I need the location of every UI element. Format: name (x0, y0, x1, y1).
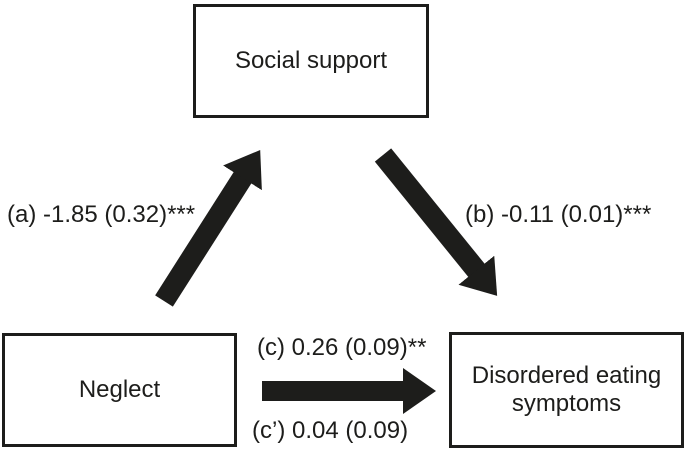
path-c-prime-coefficient-label: (c’) 0.04 (0.09) (252, 417, 409, 444)
path-a-arrow-icon (155, 150, 262, 307)
node-disordered-eating-symptoms: Disordered eating symptoms (449, 332, 684, 448)
node-neglect-label: Neglect (78, 376, 161, 403)
node-social-support: Social support (193, 4, 429, 118)
node-disordered-eating-symptoms-label: Disordered eating symptoms (471, 362, 662, 417)
path-b-arrow-icon (374, 148, 498, 296)
node-social-support-label: Social support (234, 47, 388, 74)
node-neglect: Neglect (2, 333, 237, 447)
path-b-coefficient-label: (b) -0.11 (0.01)*** (465, 201, 652, 228)
path-c-coefficient-label: (c) 0.26 (0.09)** (257, 334, 427, 361)
path-a-coefficient-label: (a) -1.85 (0.32)*** (7, 201, 196, 228)
